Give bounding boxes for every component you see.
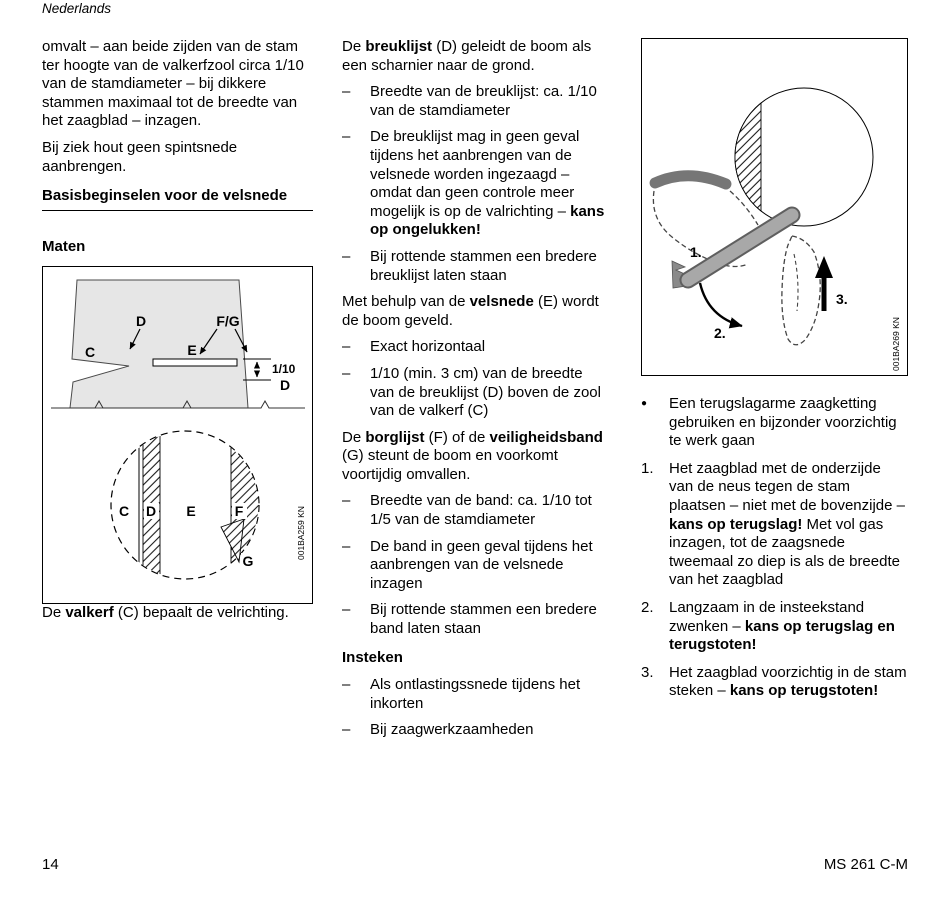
dash-bullet: – xyxy=(342,128,351,146)
dash-bullet: – xyxy=(342,492,351,510)
label-e-circle: E xyxy=(186,503,195,519)
trunk-wall-hatched xyxy=(734,102,762,212)
language-header: Nederlands xyxy=(42,1,112,16)
cross-section-labels: C D E F G xyxy=(117,503,256,570)
dash-bullet: – xyxy=(342,83,351,101)
list-item-text: Als ontlastingssnede tijdens het inkorte… xyxy=(370,676,581,712)
list-item-text: Een terugslagarme zaagketting gebruiken … xyxy=(669,395,897,450)
label-step-1: 1. xyxy=(690,244,702,260)
list-item-text: Exact horizontaal xyxy=(370,338,486,356)
step-text: Het zaagblad voorzichtig in de stam stek… xyxy=(669,663,907,700)
dash-bullet: – xyxy=(342,721,351,739)
model-number: MS 261 C-M xyxy=(823,856,908,873)
list-item: – Breedte van de band: ca. 1/10 tot 1/5 … xyxy=(342,492,608,529)
rotation-arrow xyxy=(698,282,743,329)
label-tenth: 1/10 xyxy=(272,362,296,376)
paragraph: Bij ziek hout geen spintsnede aanbrengen… xyxy=(42,138,238,175)
middle-column: De breuklijst (D) geleidt de boom als ee… xyxy=(342,38,608,748)
page-number: 14 xyxy=(42,856,59,873)
list-item: – De breuklijst mag in geen geval tijden… xyxy=(342,128,608,240)
label-c-circle: C xyxy=(119,503,129,519)
content-columns: omvalt – aan beide zijden van de stam te… xyxy=(42,38,908,748)
list-item: – Bij zaagwerkzaamheden xyxy=(342,721,608,740)
step-text: Het zaagblad met de onderzijde van de ne… xyxy=(669,459,905,589)
step-number: 3. xyxy=(641,663,654,681)
figure-credit: 001BA269 KN xyxy=(891,317,901,371)
label-g-circle: G xyxy=(243,553,254,569)
dash-bullet: – xyxy=(342,338,351,356)
up-arrow-head xyxy=(815,256,833,278)
label-d-dim: D xyxy=(280,377,290,393)
tree-trunk xyxy=(69,279,249,409)
label-e-trunk: E xyxy=(187,342,196,358)
dash-bullet: – xyxy=(342,537,351,555)
list-item-text: Breedte van de breuklijst: ca. 1/10 van … xyxy=(370,83,597,119)
list-item: – 1/10 (min. 3 cm) van de breedte van de… xyxy=(342,365,608,421)
paragraph: omvalt – aan beide zijden van de stam te… xyxy=(42,38,304,130)
list-item: – Als ontlastingssnede tijdens het inkor… xyxy=(342,676,608,713)
list-item: ● Een terugslagarme zaagketting gebruike… xyxy=(641,395,908,451)
felling-cuts-diagram: D F/G C E 1/10 D C xyxy=(51,279,306,580)
list-item-text: 1/10 (min. 3 cm) van de breedte van de b… xyxy=(370,364,601,420)
figure-subheading: Maten xyxy=(42,237,86,255)
plunge-cut-figure: 1. 2. 3. 001BA269 KN xyxy=(641,38,908,376)
dash-bullet: – xyxy=(342,364,351,382)
list-item: – De band in geen geval tijdens het aanb… xyxy=(342,538,608,594)
section-heading: Basisbeginselen voor de velsnede xyxy=(42,187,313,211)
label-c-trunk: C xyxy=(85,344,95,360)
list-item: – Bij rottende stammen een bredere breuk… xyxy=(342,248,608,285)
plunged-saw-outline-dashed xyxy=(781,235,821,346)
dash-bullet: – xyxy=(342,247,351,265)
list-item-text: De band in geen geval tijdens het aanbre… xyxy=(370,537,593,592)
list-item-text: Bij zaagwerkzaamheden xyxy=(370,721,534,739)
felling-cut-bar xyxy=(152,358,238,367)
label-d-circle: D xyxy=(146,503,156,519)
list-item-text: Bij rottende stammen een bredere band la… xyxy=(370,601,597,638)
dot-bullet: ● xyxy=(641,398,648,409)
paragraph-velsnede: Met behulp van de velsnede (E) wordt de … xyxy=(342,293,599,329)
front-handle xyxy=(649,170,732,190)
fg-leader-arrow-right xyxy=(234,329,248,353)
page-footer: 14 MS 261 C-M xyxy=(42,856,908,873)
dash-bullet: – xyxy=(342,601,351,619)
step-number: 1. xyxy=(641,459,654,477)
list-item-text: De breuklijst mag in geen geval tijdens … xyxy=(370,128,605,239)
step-text: Langzaam in de insteekstand zwenken – ka… xyxy=(669,598,895,654)
figure-caption: De valkerf (C) bepaalt de velrichting. xyxy=(42,604,289,622)
saw-body-outline-dashed xyxy=(652,190,749,268)
left-column: omvalt – aan beide zijden van de stam te… xyxy=(42,38,313,631)
plunge-cut-diagram: 1. 2. 3. 001BA269 KN xyxy=(649,87,901,371)
d-leader-arrow xyxy=(129,329,141,350)
felling-cuts-figure: D F/G C E 1/10 D C xyxy=(42,266,313,605)
dash-bullet: – xyxy=(342,676,351,694)
paragraph-breuklijst: De breuklijst (D) geleidt de boom als ee… xyxy=(342,38,592,74)
numbered-item: 3. Het zaagblad voorzichtig in de stam s… xyxy=(641,664,908,701)
list-item: – Bij rottende stammen een bredere band … xyxy=(342,601,608,638)
list-item-text: Bij rottende stammen een bredere breukli… xyxy=(370,247,597,284)
guide-bar xyxy=(681,208,799,287)
figure-credit: 001BA259 KN xyxy=(296,506,306,560)
label-step-2: 2. xyxy=(714,325,726,341)
insteken-heading: Insteken xyxy=(342,648,403,666)
plunged-saw-detail-dashed xyxy=(793,253,799,312)
right-column: 1. 2. 3. 001BA269 KN ● Een terugslagarme… xyxy=(641,38,908,710)
numbered-item: 1. Het zaagblad met de onderzijde van de… xyxy=(641,460,908,590)
list-item-text: Breedte van de band: ca. 1/10 tot 1/5 va… xyxy=(370,492,592,529)
label-step-3: 3. xyxy=(836,291,848,307)
fg-leader-arrow-left xyxy=(199,329,218,355)
saw-body-outline-dashed-2 xyxy=(729,190,759,226)
list-item: – Exact horizontaal xyxy=(342,338,608,357)
paragraph-borglijst: De borglijst (F) of de veiligheidsband (… xyxy=(342,428,603,483)
label-fg: F/G xyxy=(216,313,239,329)
ground-line xyxy=(51,400,305,409)
numbered-item: 2. Langzaam in de insteekstand zwenken –… xyxy=(641,599,908,655)
step-number: 2. xyxy=(641,598,654,616)
label-f-circle: F xyxy=(235,503,244,519)
list-item: – Breedte van de breuklijst: ca. 1/10 va… xyxy=(342,83,608,120)
label-d-top: D xyxy=(136,313,146,329)
g-wedge xyxy=(220,518,245,564)
